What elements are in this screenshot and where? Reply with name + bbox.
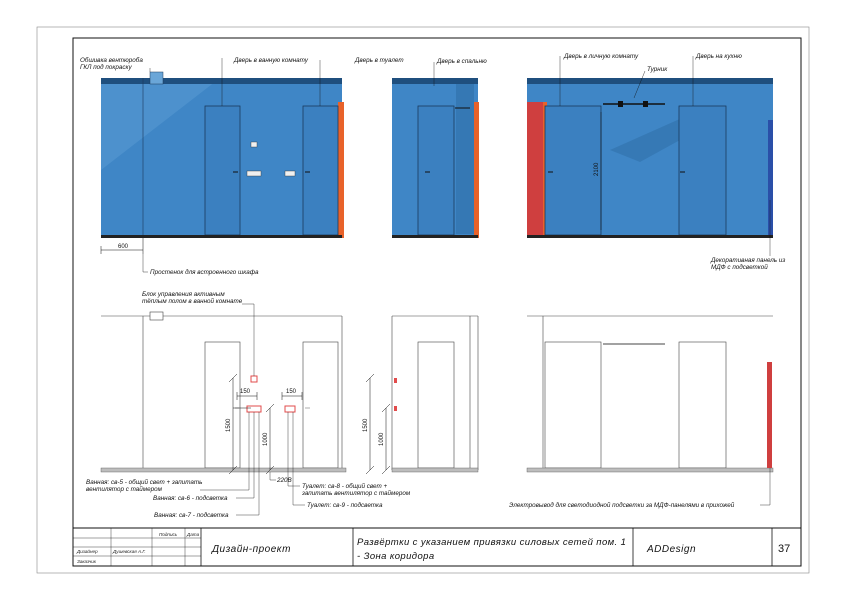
label-vent-box-1: Обшивка вентюроба [80,56,143,64]
label-turnik: Турник [647,66,668,73]
dim-1500-left: 1500 [226,418,232,432]
tb-col-signature: Подпись [159,532,178,537]
label-door-kitchen: Дверь на кухню [695,53,742,60]
elevation-right-outline [527,315,773,470]
label-wardrobe-partition: Простенок для встроенного шкафа [150,268,259,276]
tb-project-type: Дизайн-проект [211,544,291,555]
inner-frame [72,37,802,567]
label-led-outlet: Электровывод для светодиодной подсветки … [509,501,735,509]
tb-company: ADDesign [646,544,696,555]
label-door-toilet: Дверь в туалет [354,57,404,64]
title-block [73,527,801,566]
dim-600: 600 [118,244,129,250]
dimension-lines [228,373,391,475]
label-toilet-se8-1: Туалет: св-8 - общий свет + [302,482,387,490]
label-door-bedroom: Дверь в спальню [436,58,487,65]
tb-col-date: Дата [186,532,200,537]
label-220v: 220В [276,477,292,484]
label-toilet-se8-2: запитать вентилятор с таймером [301,489,411,497]
elevation-middle-colored [392,78,479,238]
dim-1000-mid: 1000 [379,432,385,446]
label-door-private-room: Дверь в личную комнату [563,53,639,60]
label-vent-box-2: ГКЛ под покраску [80,63,132,71]
label-bath-se5-2: вентилятор с таймером [86,485,163,493]
tb-designer-name: Душевская А.Г. [112,549,146,554]
label-door-bathroom: Дверь в ванную комнату [233,57,309,64]
elevation-left-outline [101,311,343,470]
label-mdf-panel-1: Декоративная панель из [710,257,785,264]
dim-150-right: 150 [286,389,297,395]
outer-frame [36,26,810,574]
label-toilet-se9: Туалет: св-9 - подсветка [307,501,383,509]
label-mdf-panel-2: МДФ с подсветкой [711,263,768,271]
tb-row-designer: Дизайнер [76,548,98,554]
tb-row-customer: Заказчик [77,559,97,564]
leader-lines [200,303,771,516]
dim-150-left: 150 [240,389,251,395]
elevation-right-colored [527,78,773,238]
label-bath-se7: Ванная: св-7 - подсветка [154,511,229,519]
dim-2100: 2100 [594,162,600,176]
dim-1500-mid: 1500 [363,418,369,432]
dim-1000-left: 1000 [263,432,269,446]
label-floor-control-1: Блок управления активным [142,291,225,298]
tb-sheet-title-2: - Зона коридора [357,551,435,562]
label-floor-control-2: тёплым полом в ванной комнате [142,297,243,305]
tb-sheet-title-1: Развёртки с указанием привязки силовых с… [357,537,626,548]
elevation-middle-outline [391,315,479,470]
elevation-left-colored [101,71,344,238]
label-bath-se6: Ванная: св-6 - подсветка [153,494,228,502]
tb-page-number: 37 [778,543,790,555]
label-bath-se5-1: Ванная: св-5 - общий свет + запитать [86,478,202,486]
